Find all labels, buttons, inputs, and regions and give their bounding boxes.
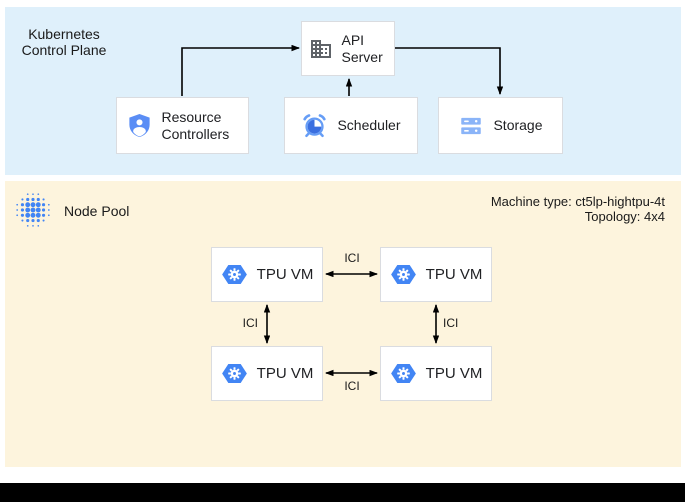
node-tpu-vm-bottom-left: TPU VM (211, 346, 323, 401)
machine-type-text: Machine type: ct5lp-hightpu-4t (490, 194, 665, 209)
node-label: TPU VM (256, 365, 314, 382)
node-label: API Server (341, 31, 383, 65)
node-scheduler: Scheduler (284, 97, 418, 154)
building-icon (309, 37, 333, 61)
node-tpu-vm-bottom-right: TPU VM (380, 346, 492, 401)
node-label: Storage (493, 117, 543, 133)
node-label: Scheduler (337, 117, 401, 133)
window-edge-bar (0, 483, 685, 502)
hexagon-gear-icon (221, 360, 248, 387)
alarm-clock-icon (301, 112, 328, 139)
edge-label-ici-bottom: ICI (344, 379, 360, 393)
node-tpu-vm-top-right: TPU VM (380, 247, 492, 302)
hexagon-gear-icon (221, 261, 248, 288)
edge-label-ici-top: ICI (344, 251, 360, 265)
node-pool-section (5, 181, 681, 467)
node-label: Resource Controllers (161, 108, 230, 142)
dot-cluster-icon (14, 191, 52, 234)
shield-user-icon (126, 112, 153, 139)
node-label: TPU VM (425, 266, 483, 283)
machine-info: Machine type: ct5lp-hightpu-4t Topology:… (491, 194, 665, 224)
node-pool-title: Node Pool (64, 203, 130, 219)
hexagon-gear-icon (390, 261, 417, 288)
edge-label-ici-right: ICI (443, 316, 459, 330)
node-label: TPU VM (425, 365, 483, 382)
node-label: TPU VM (256, 266, 314, 283)
node-tpu-vm-top-left: TPU VM (211, 247, 323, 302)
control-plane-title: Kubernetes Control Plane (21, 26, 107, 58)
edge-label-ici-left: ICI (242, 316, 258, 330)
node-api-server: API Server (301, 21, 395, 76)
topology-text: Topology: 4x4 (584, 209, 665, 224)
node-resource-controllers: Resource Controllers (116, 97, 249, 154)
node-storage: Storage (438, 97, 563, 154)
storage-servers-icon (458, 113, 484, 139)
hexagon-gear-icon (390, 360, 417, 387)
